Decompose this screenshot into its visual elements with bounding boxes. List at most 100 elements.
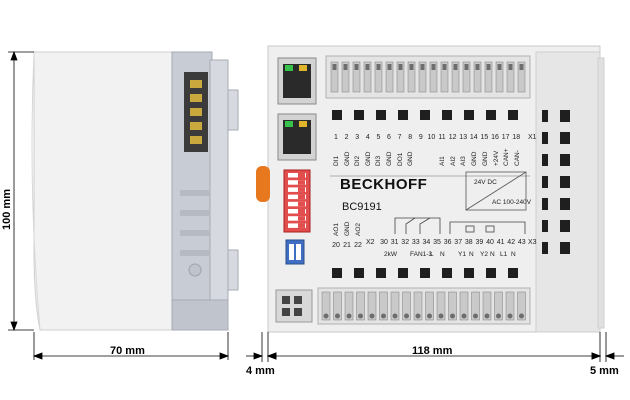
- top-terminal-pin: [418, 61, 427, 93]
- svg-text:AC 100-240V: AC 100-240V: [492, 199, 532, 206]
- top-terminal-number: 8: [408, 134, 412, 141]
- bottom-terminal-label: Y2: [480, 251, 488, 258]
- bottom-terminal-number: 42: [507, 239, 515, 246]
- top-terminal-label: AI3: [460, 156, 467, 166]
- x1-tag: X1: [528, 134, 537, 141]
- top-terminal-number: 17: [502, 134, 510, 141]
- top-terminal-number: 15: [481, 134, 489, 141]
- left-terminal-number: 21: [343, 242, 351, 249]
- bottom-terminal-label: N: [490, 251, 495, 258]
- top-terminal-label: GND: [344, 151, 351, 166]
- top-terminal-pin: [341, 61, 350, 93]
- top-terminal-number: 2: [345, 134, 349, 141]
- bottom-terminal-label: N: [469, 251, 474, 258]
- top-terminal-number: 10: [428, 134, 436, 141]
- bottom-terminal-number: 32: [401, 239, 409, 246]
- bottom-terminal-pin: [390, 291, 400, 321]
- ethernet-port-1: [277, 57, 317, 105]
- bottom-terminal-pin: [344, 291, 354, 321]
- bottom-terminal-pin: [459, 291, 469, 321]
- top-terminal-pin: [407, 61, 416, 93]
- top-terminal-pin: [396, 61, 405, 93]
- dip-toggle: [288, 194, 306, 200]
- top-terminal-number: 4: [366, 134, 370, 141]
- bottom-terminal-label: N: [511, 251, 516, 258]
- top-terminal-pin: [352, 61, 361, 93]
- brand-logo: BECKHOFF: [340, 176, 427, 193]
- bottom-terminal-label: L1: [500, 251, 508, 258]
- top-terminal-pin: [374, 61, 383, 93]
- left-offset-label: 4 mm: [246, 365, 275, 377]
- dip-toggle: [288, 216, 306, 221]
- top-terminal-pin: [495, 61, 504, 93]
- top-terminal-pin: [363, 61, 372, 93]
- bottom-terminal-label: 2kW: [384, 251, 398, 258]
- top-terminal-pin: [385, 61, 394, 93]
- top-terminal-pin: [451, 61, 460, 93]
- top-terminal-label: AI1: [439, 156, 446, 166]
- top-terminal-number: 7: [398, 134, 402, 141]
- top-terminal-label: GND: [471, 151, 478, 166]
- top-terminal-pin: [462, 61, 471, 93]
- bottom-terminal-block: [275, 287, 531, 325]
- bottom-terminal-number: 30: [380, 239, 388, 246]
- bottom-terminal-label: L: [430, 251, 434, 258]
- left-terminal-label: GND: [344, 221, 351, 236]
- top-terminal-label: DI3: [375, 156, 382, 167]
- top-terminal-label: GND: [365, 151, 372, 166]
- dip-toggle: [288, 209, 306, 214]
- top-terminal-number: 12: [449, 134, 457, 141]
- top-terminal-pin: [484, 61, 493, 93]
- dip-switch-red: [283, 169, 311, 233]
- dip-toggle: [288, 223, 306, 228]
- x3-tag: X3: [528, 239, 537, 246]
- top-terminal-pin: [330, 61, 339, 93]
- top-terminal-number: 6: [387, 134, 391, 141]
- dip-toggle: [288, 201, 306, 207]
- bottom-terminal-pin: [413, 291, 423, 321]
- top-terminal-pin: [506, 61, 515, 93]
- top-terminal-number: 16: [491, 134, 499, 141]
- top-terminal-label: CAN-: [514, 150, 521, 166]
- bottom-terminal-number: 36: [444, 239, 452, 246]
- relay-schematic: [394, 217, 526, 234]
- bottom-terminal-number: 40: [486, 239, 494, 246]
- top-terminal-label: GND: [386, 151, 393, 166]
- top-terminal-number: 1: [334, 134, 338, 141]
- ethernet-port-2: [277, 113, 317, 161]
- power-led-tab: [256, 166, 270, 202]
- dimension-lines: [8, 50, 624, 362]
- top-terminal-number: 11: [438, 134, 445, 141]
- left-terminal-number: 20: [332, 242, 340, 249]
- top-terminal-number: 3: [355, 134, 359, 141]
- bottom-terminal-number: 38: [465, 239, 473, 246]
- top-terminal-number: 5: [376, 134, 380, 141]
- left-terminal-number: 22: [354, 242, 362, 249]
- dip-toggle: [288, 180, 306, 185]
- top-terminal-number: 14: [470, 134, 478, 141]
- bottom-terminal-number: 33: [412, 239, 420, 246]
- top-terminal-pin: [440, 61, 449, 93]
- bottom-terminal-number: 39: [476, 239, 484, 246]
- x2-tag: X2: [366, 239, 375, 246]
- width-dimension-label: 118 mm: [412, 345, 453, 357]
- top-terminal-number: 18: [512, 134, 520, 141]
- bottom-terminal-pin: [517, 291, 526, 321]
- bottom-terminal-pin: [448, 291, 457, 321]
- bottom-terminal-number: 31: [391, 239, 399, 246]
- bottom-terminal-pin: [482, 291, 492, 321]
- top-terminal-label: CAN+: [503, 148, 510, 166]
- bottom-terminal-number: 41: [497, 239, 505, 246]
- bottom-terminal-label: FAN1-3: [410, 251, 432, 258]
- psu-schematic: 24V DC AC 100-240V: [465, 171, 532, 211]
- bottom-terminal-pin: [494, 291, 503, 321]
- top-terminal-label: DI2: [354, 156, 361, 167]
- ventilation-slots: [542, 110, 570, 254]
- left-terminal-label: AO1: [333, 223, 340, 236]
